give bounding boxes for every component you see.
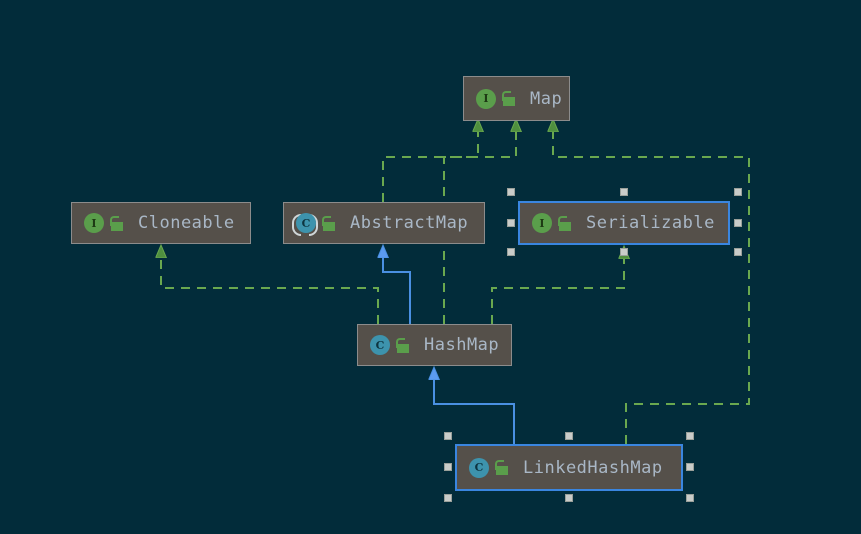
- resize-handle-w[interactable]: [507, 219, 515, 227]
- resize-handle-n[interactable]: [565, 432, 573, 440]
- resize-handle-s[interactable]: [620, 248, 628, 256]
- open-padlock-icon: [322, 215, 336, 231]
- edge-hashmap-implements-serializable[interactable]: [491, 258, 624, 324]
- resize-handle-sw[interactable]: [507, 248, 515, 256]
- resize-handle-s[interactable]: [565, 494, 573, 502]
- interface-icon: I: [82, 212, 104, 234]
- resize-handle-w[interactable]: [444, 463, 452, 471]
- node-label: HashMap: [424, 335, 500, 355]
- open-padlock-icon: [558, 215, 572, 231]
- open-padlock-icon: [495, 460, 509, 475]
- resize-handle-e[interactable]: [734, 219, 742, 227]
- node-cloneable[interactable]: I Cloneable: [71, 202, 251, 244]
- node-map[interactable]: I Map: [463, 76, 570, 121]
- interface-icon: I: [474, 88, 496, 110]
- node-linkedhashmap[interactable]: C LinkedHashMap: [455, 444, 683, 491]
- node-label: Cloneable: [138, 213, 235, 233]
- resize-handle-ne[interactable]: [734, 188, 742, 196]
- open-padlock-icon: [502, 91, 516, 106]
- edge-hashmap-extends-abstractmap[interactable]: [383, 257, 411, 324]
- class-icon: C: [467, 457, 489, 479]
- resize-handle-se[interactable]: [734, 248, 742, 256]
- resize-handle-sw[interactable]: [444, 494, 452, 502]
- resize-handle-se[interactable]: [686, 494, 694, 502]
- node-label: AbstractMap: [350, 213, 469, 233]
- edge-linkedhashmap-implements-map[interactable]: [553, 131, 750, 444]
- resize-handle-nw[interactable]: [444, 432, 452, 440]
- open-padlock-icon: [110, 215, 124, 231]
- node-abstractmap[interactable]: C AbstractMap: [283, 202, 485, 244]
- open-padlock-icon: [396, 337, 410, 353]
- resize-handle-ne[interactable]: [686, 432, 694, 440]
- edge-hashmap-implements-cloneable[interactable]: [161, 257, 379, 324]
- interface-icon: I: [530, 212, 552, 234]
- edge-abstractmap-implements-map[interactable]: [382, 131, 478, 202]
- resize-handle-n[interactable]: [620, 188, 628, 196]
- abstract-class-icon: C: [292, 212, 318, 236]
- node-label: Map: [530, 88, 563, 109]
- resize-handle-nw[interactable]: [507, 188, 515, 196]
- class-icon: C: [368, 334, 390, 356]
- node-serializable[interactable]: I Serializable: [518, 201, 730, 245]
- resize-handle-e[interactable]: [686, 463, 694, 471]
- node-hashmap[interactable]: C HashMap: [357, 324, 512, 366]
- node-label: Serializable: [586, 213, 715, 233]
- edge-linkedhashmap-extends-hashmap[interactable]: [434, 379, 515, 444]
- node-label: LinkedHashMap: [523, 457, 663, 478]
